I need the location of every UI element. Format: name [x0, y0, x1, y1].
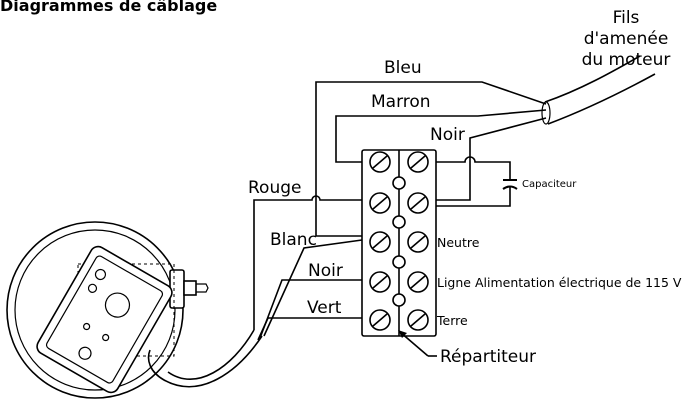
wire-green: [257, 317, 362, 341]
arrow-icon: [398, 330, 407, 338]
motor-leads-label-1: Fils: [613, 8, 640, 28]
label-marron: Marron: [371, 92, 431, 112]
button-icon: [102, 333, 110, 342]
motor-cable: [544, 55, 656, 125]
cable-end: [541, 101, 551, 125]
remote-handset: [36, 245, 173, 394]
motor-leads-label-3: du moteur: [582, 50, 671, 70]
label-bleu: Bleu: [384, 58, 422, 78]
button-icon: [104, 292, 131, 318]
label-noir-top: Noir: [430, 125, 465, 145]
button-icon: [78, 346, 92, 360]
wire-brown: [335, 109, 547, 163]
terminal-strip: [361, 149, 437, 337]
remote-device: [6, 221, 209, 399]
led-icon: [87, 283, 98, 293]
wire-blue: [315, 81, 547, 237]
label-terre: Terre: [436, 313, 468, 328]
connector-housing: [169, 269, 185, 309]
motor-leads-label-2: d'amenée: [584, 29, 669, 49]
label-vert: Vert: [307, 298, 342, 318]
label-ligne: Ligne Alimentation électrique de 115 V: [437, 275, 682, 290]
connector-plug: [183, 280, 197, 296]
label-neutre: Neutre: [437, 235, 480, 250]
led-icon: [94, 268, 107, 281]
wire-white: [263, 239, 363, 337]
terminal-hole: [392, 293, 406, 307]
wire-capacitor: [436, 156, 511, 207]
terminal-hole: [392, 215, 406, 229]
terminal-hole: [392, 176, 406, 190]
repartiteur-leader: [399, 331, 429, 357]
label-noir-left: Noir: [308, 261, 343, 281]
wire-black-motor: [436, 117, 547, 201]
diagram-title: Diagrammes de câblage: [0, 0, 217, 15]
label-repartiteur: Répartiteur: [440, 347, 536, 367]
button-icon: [83, 322, 91, 331]
capacitor-plate-2: [502, 185, 518, 190]
terminal-hole: [392, 255, 406, 269]
device-cable: [147, 329, 263, 388]
label-capaciteur: Capaciteur: [522, 179, 577, 190]
label-rouge: Rouge: [248, 178, 301, 198]
wire-red: [253, 195, 362, 330]
label-blanc: Blanc: [270, 230, 317, 250]
